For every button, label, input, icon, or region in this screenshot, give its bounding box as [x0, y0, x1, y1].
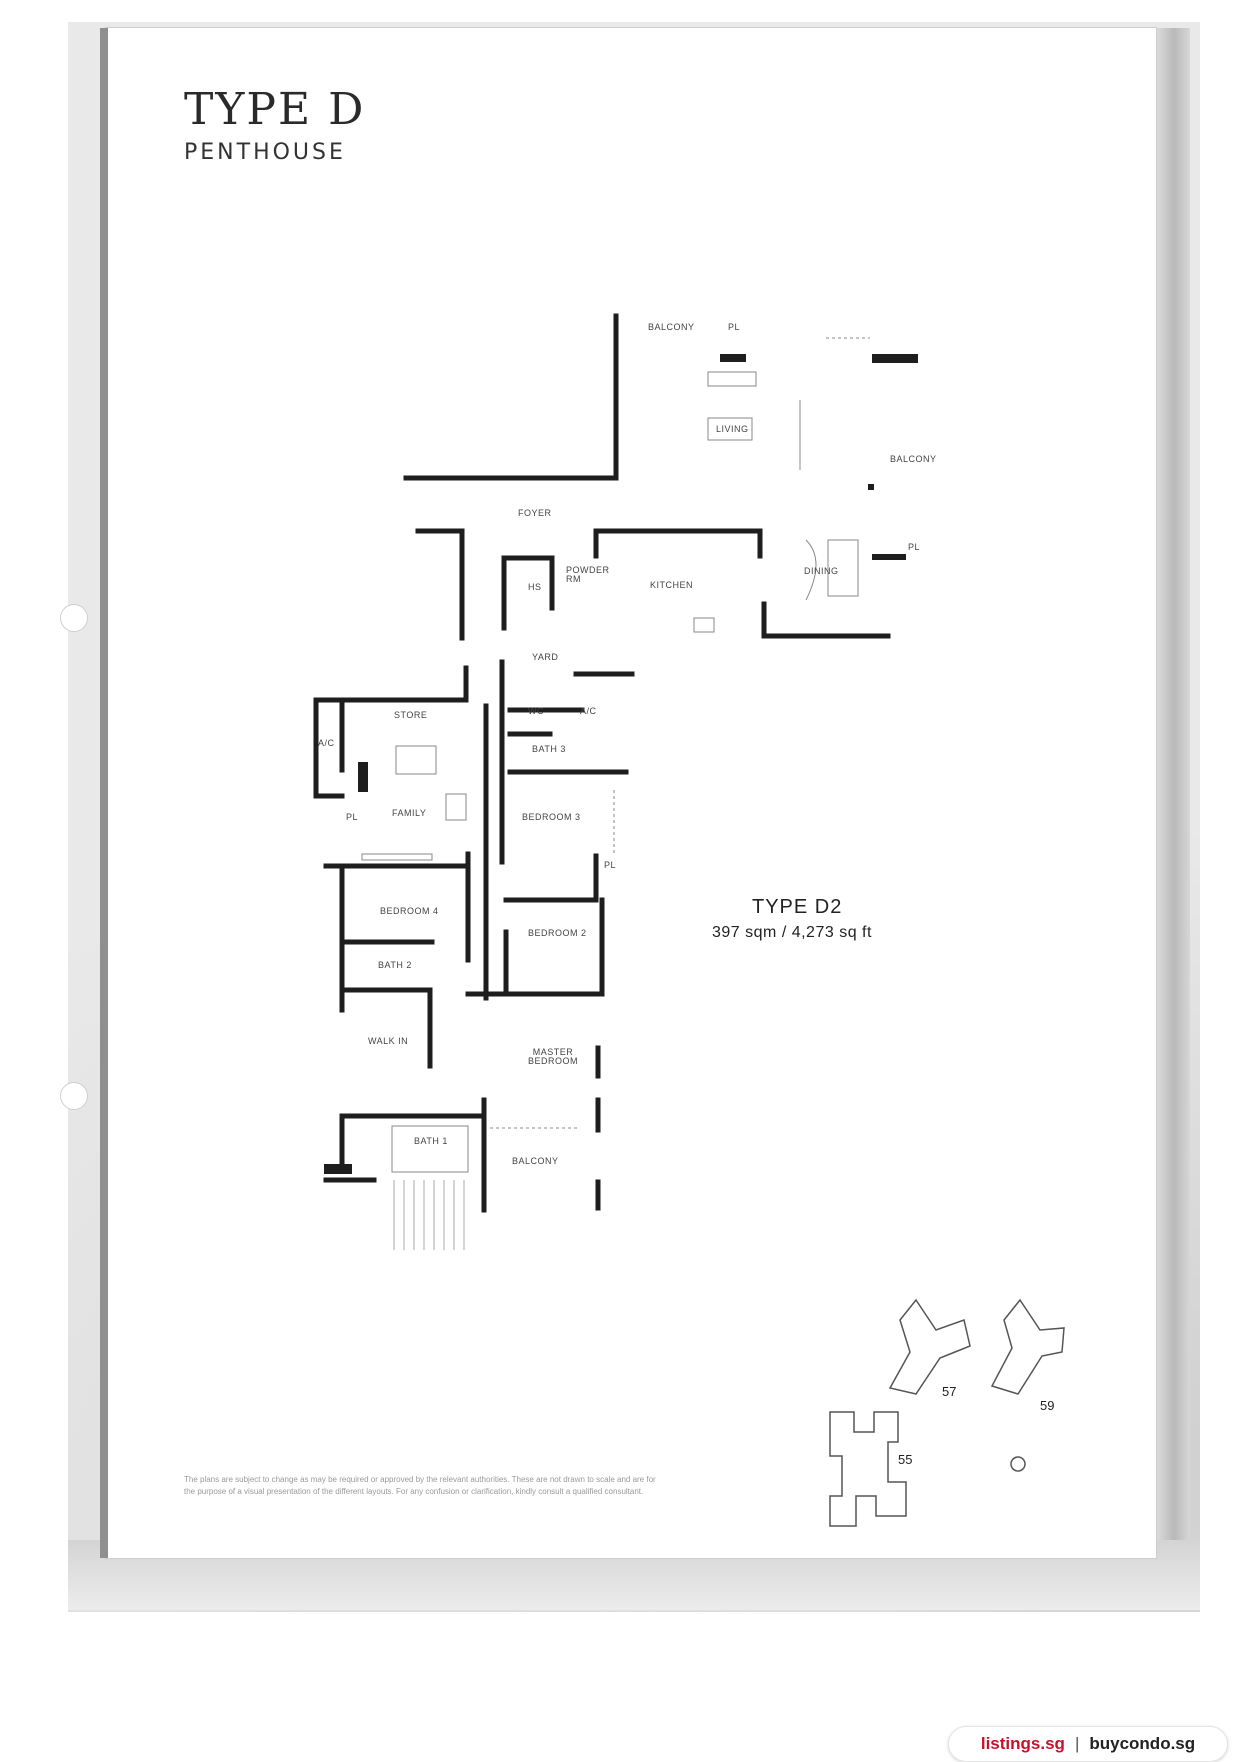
- label-ac-mid: A/C: [580, 706, 597, 716]
- page-subtitle: PENTHOUSE: [184, 140, 346, 165]
- keyplan-label-59: 59: [1040, 1398, 1055, 1413]
- disclaimer: The plans are subject to change as may b…: [184, 1474, 744, 1498]
- label-bath-2: BATH 2: [378, 960, 412, 970]
- keyplan-block-55: [829, 1411, 907, 1527]
- label-wc: WC: [528, 706, 544, 716]
- label-balcony-right: BALCONY: [890, 454, 937, 464]
- label-balcony-top: BALCONY: [648, 322, 695, 332]
- label-pl-bedroom: PL: [604, 860, 617, 870]
- keyplan-label-55: 55: [898, 1452, 913, 1467]
- label-bedroom-2: BEDROOM 2: [528, 928, 587, 938]
- page-title: TYPE D: [184, 84, 366, 135]
- label-family: FAMILY: [392, 808, 427, 818]
- keyplan-block-57: [888, 1298, 971, 1395]
- disclaimer-line-2: the purpose of a visual presentation of …: [184, 1487, 644, 1496]
- label-pl-dining: PL: [908, 542, 921, 552]
- label-kitchen: KITCHEN: [650, 580, 694, 590]
- label-store: STORE: [394, 710, 428, 720]
- label-walk-in: WALK IN: [368, 1036, 409, 1046]
- brand-separator: |: [1074, 1734, 1080, 1753]
- label-hs: HS: [528, 582, 542, 592]
- label-foyer: FOYER: [518, 508, 552, 518]
- brand-watermark[interactable]: listings.sg | buycondo.sg: [948, 1726, 1228, 1762]
- label-pl-family: PL: [346, 812, 359, 822]
- brand-listings[interactable]: listings.sg: [980, 1734, 1065, 1753]
- label-master-bedroom: MASTER BEDROOM: [527, 1047, 578, 1066]
- label-pl-top: PL: [728, 322, 741, 332]
- punch-hole-top: [60, 604, 88, 632]
- label-bedroom-4: BEDROOM 4: [380, 906, 439, 916]
- label-bath-1: BATH 1: [414, 1136, 448, 1146]
- label-ac-left: A/C: [318, 738, 335, 748]
- label-balcony-bottom: BALCONY: [512, 1156, 559, 1166]
- label-powder-rm: POWDER RM: [566, 565, 610, 584]
- label-dining: DINING: [804, 566, 839, 576]
- label-bedroom-3: BEDROOM 3: [522, 812, 581, 822]
- brand-buycondo[interactable]: buycondo.sg: [1089, 1734, 1196, 1753]
- punch-hole-bottom: [60, 1082, 88, 1110]
- label-living: LIVING: [716, 424, 749, 434]
- brochure-sheet: [106, 28, 1156, 1558]
- north-arrow-icon: [1010, 1456, 1026, 1472]
- disclaimer-line-1: The plans are subject to change as may b…: [184, 1475, 656, 1484]
- label-yard: YARD: [532, 652, 559, 662]
- unit-area-label: 397 sqm / 4,273 sq ft: [712, 924, 872, 941]
- sheet-shadow-right: [1150, 28, 1190, 1608]
- sheet-edge-left: [100, 28, 108, 1558]
- label-bath-3: BATH 3: [532, 744, 566, 754]
- unit-type-label: TYPE D2: [752, 896, 843, 918]
- keyplan-block-59: [990, 1298, 1065, 1395]
- keyplan-label-57: 57: [942, 1384, 957, 1399]
